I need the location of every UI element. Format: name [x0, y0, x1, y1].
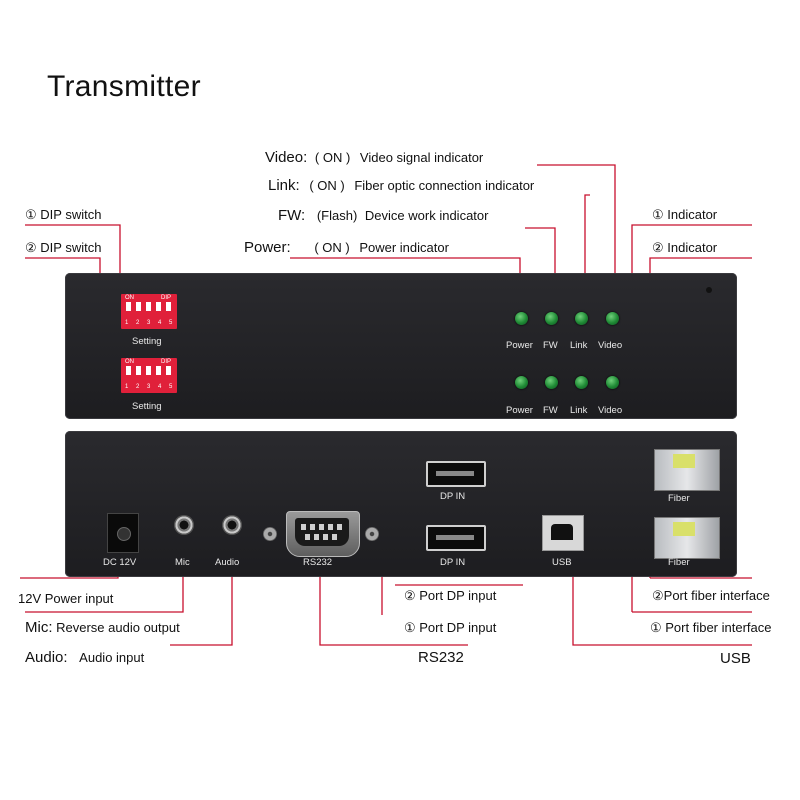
page-title: Transmitter [47, 70, 201, 103]
port-fiber-1-label: ① Port fiber interface [650, 620, 772, 635]
front-panel: ON DIP 1 2 3 4 5 Setting ON DIP 1 2 3 4 … [65, 273, 737, 419]
audio-input-label: Audio: Audio input [25, 649, 145, 666]
dp-in-label-2: DP IN [440, 491, 466, 502]
usb-label: USB [552, 557, 572, 568]
led-label-power-2: Power [506, 405, 533, 416]
led-label-link-2: Link [570, 405, 588, 416]
usb-port[interactable] [542, 515, 584, 551]
rs232-desc-label: RS232 [418, 649, 464, 666]
setting-label-1: Setting [132, 336, 162, 347]
front-panel-hole [706, 287, 712, 293]
dip-switch-2[interactable]: ON DIP 1 2 3 4 5 [121, 358, 177, 393]
indicator2-label: ② Indicator [652, 240, 718, 255]
setting-label-2: Setting [132, 401, 162, 412]
power-input-label: 12V Power input [18, 591, 114, 606]
audio-label: Audio [215, 557, 240, 568]
led-video-2 [606, 376, 619, 389]
port-dp-2-label: ② Port DP input [404, 588, 497, 603]
led-fw-2 [545, 376, 558, 389]
rs232-label: RS232 [303, 557, 333, 568]
led-video-1 [606, 312, 619, 325]
dc-power-jack[interactable] [107, 513, 139, 553]
audio-jack[interactable] [222, 515, 242, 535]
mic-label: Mic [175, 557, 190, 568]
power-label: Power: ( ON ) Power indicator [244, 239, 449, 256]
led-power-2 [515, 376, 528, 389]
led-label-power-1: Power [506, 340, 533, 351]
rs232-port[interactable] [286, 511, 360, 557]
fiber-port-2[interactable] [654, 449, 720, 491]
mic-output-label: Mic: Reverse audio output [25, 619, 180, 636]
led-label-fw-1: FW [543, 340, 558, 351]
rs232-screw-right [365, 527, 379, 541]
dip1-label: ① DIP switch [25, 207, 102, 222]
port-fiber-2-label: ②Port fiber interface [652, 588, 770, 603]
led-label-video-1: Video [598, 340, 623, 351]
link-label: Link: ( ON ) Fiber optic connection indi… [268, 177, 535, 194]
led-label-link-1: Link [570, 340, 588, 351]
fiber-label-2: Fiber [668, 493, 690, 504]
dp-in-label-1: DP IN [440, 557, 466, 568]
dp-in-port-1[interactable] [426, 525, 486, 551]
usb-desc-label: USB [720, 650, 751, 667]
dip2-label: ② DIP switch [25, 240, 102, 255]
indicator1-label: ① Indicator [652, 207, 718, 222]
led-link-1 [575, 312, 588, 325]
mic-jack[interactable] [174, 515, 194, 535]
led-fw-1 [545, 312, 558, 325]
dc-label: DC 12V [103, 557, 137, 568]
led-label-video-2: Video [598, 405, 623, 416]
fiber-label-1: Fiber [668, 557, 690, 568]
fiber-port-1[interactable] [654, 517, 720, 559]
rs232-screw-left [263, 527, 277, 541]
led-power-1 [515, 312, 528, 325]
dp-in-port-2[interactable] [426, 461, 486, 487]
port-dp-1-label: ① Port DP input [404, 620, 497, 635]
video-label: Video: ( ON ) Video signal indicator [265, 149, 484, 166]
rear-panel: DC 12V Mic Audio RS232 DP IN DP IN USB F… [65, 431, 737, 577]
fw-label: FW: (Flash) Device work indicator [278, 207, 489, 224]
led-link-2 [575, 376, 588, 389]
led-label-fw-2: FW [543, 405, 558, 416]
dip-switch-1[interactable]: ON DIP 1 2 3 4 5 [121, 294, 177, 329]
